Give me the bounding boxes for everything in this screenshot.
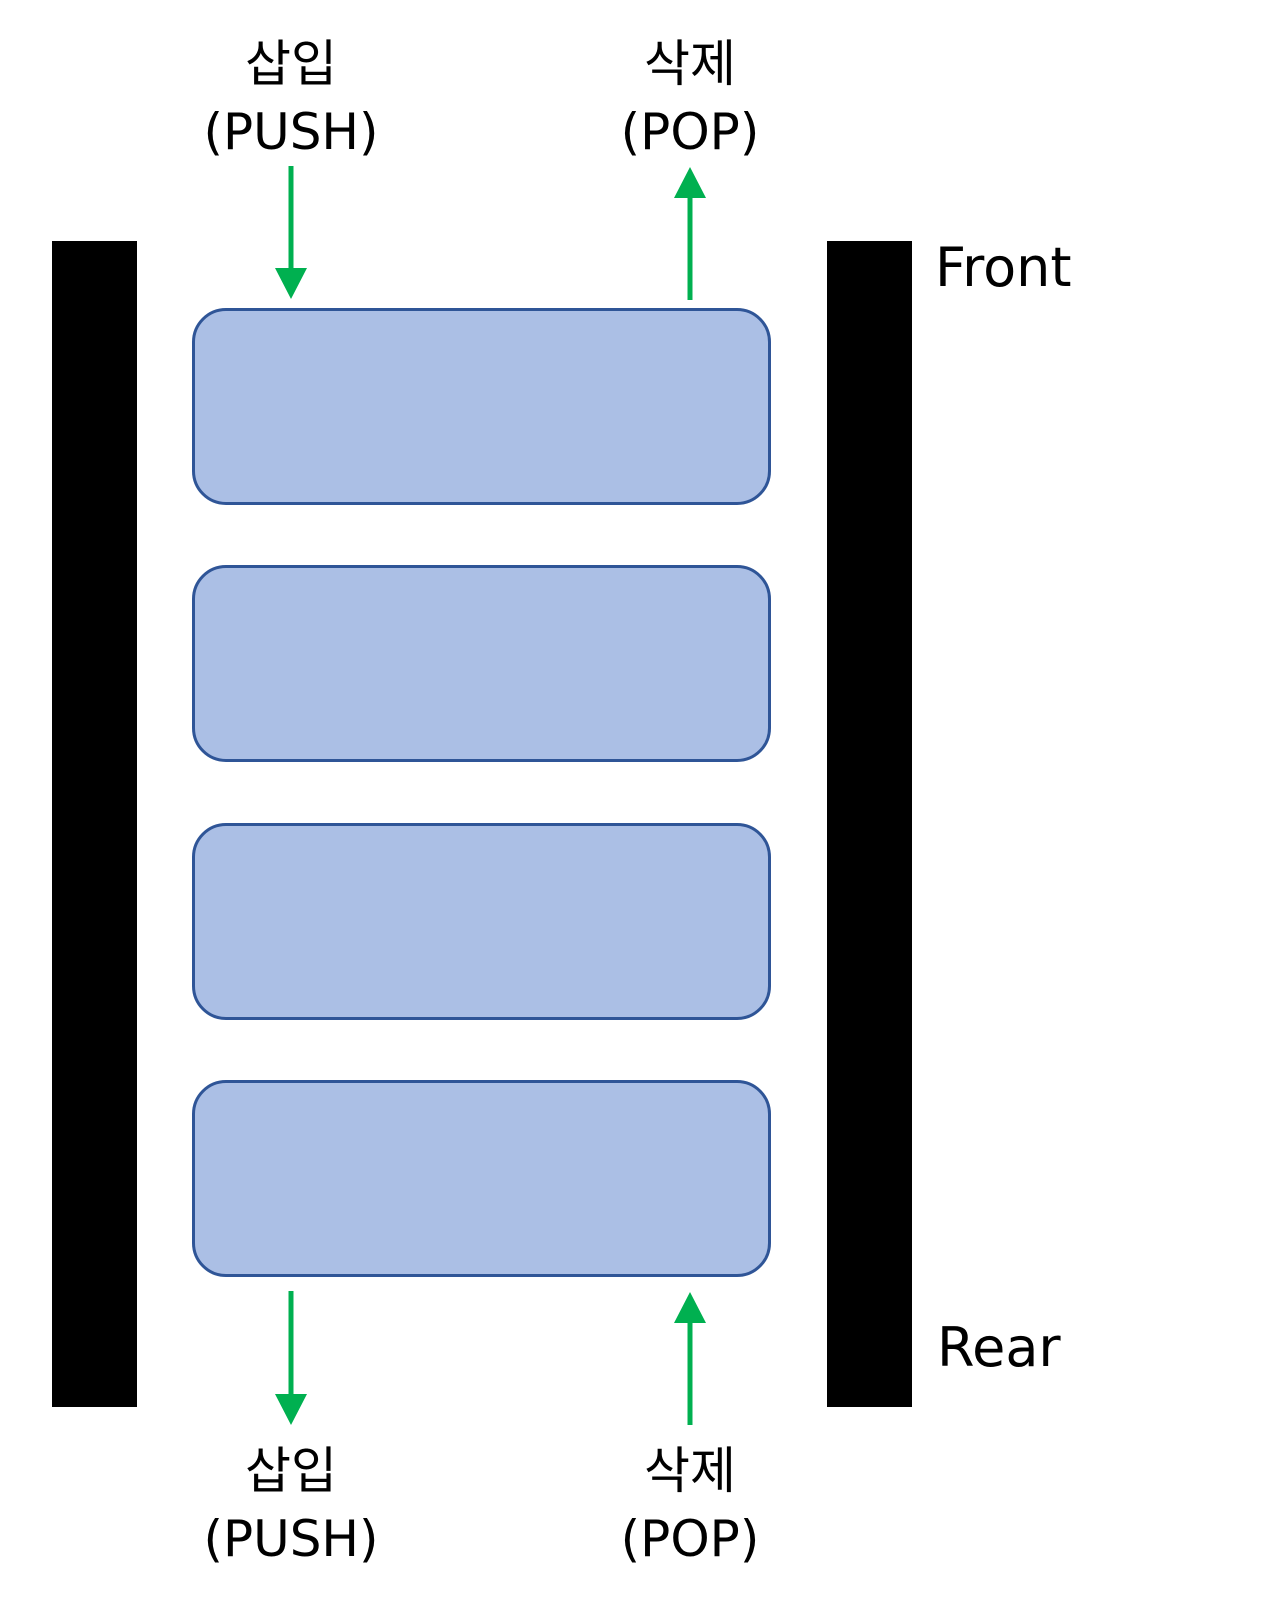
pop-top-label: 삭제 (POP) <box>570 30 810 166</box>
push-top-label: 삽입 (PUSH) <box>171 30 411 166</box>
pop-top-korean: 삭제 <box>644 35 736 93</box>
deque-left-wall <box>52 241 137 1407</box>
push-top-arrow <box>275 166 307 299</box>
rear-label: Rear <box>937 1316 1061 1379</box>
deque-slot-1 <box>192 308 771 505</box>
push-bottom-label: 삽입 (PUSH) <box>171 1437 411 1573</box>
pop-bottom-english: (POP) <box>620 1510 760 1568</box>
arrow-head <box>674 167 706 198</box>
pop-bottom-arrow <box>674 1292 706 1425</box>
pop-top-english: (POP) <box>620 103 760 161</box>
deque-right-wall <box>827 241 912 1407</box>
push-bottom-korean: 삽입 <box>245 1442 337 1500</box>
pop-bottom-label: 삭제 (POP) <box>570 1437 810 1573</box>
deque-slot-4 <box>192 1080 771 1277</box>
pop-top-arrow <box>674 167 706 300</box>
arrow-head <box>275 268 307 299</box>
arrow-head <box>275 1394 307 1425</box>
push-bottom-english: (PUSH) <box>203 1510 379 1568</box>
push-top-korean: 삽입 <box>245 35 337 93</box>
front-label: Front <box>935 236 1072 299</box>
push-top-english: (PUSH) <box>203 103 379 161</box>
pop-bottom-korean: 삭제 <box>644 1442 736 1500</box>
arrow-head <box>674 1292 706 1323</box>
push-bottom-arrow <box>275 1291 307 1425</box>
deque-slot-2 <box>192 565 771 762</box>
deque-slot-3 <box>192 823 771 1020</box>
